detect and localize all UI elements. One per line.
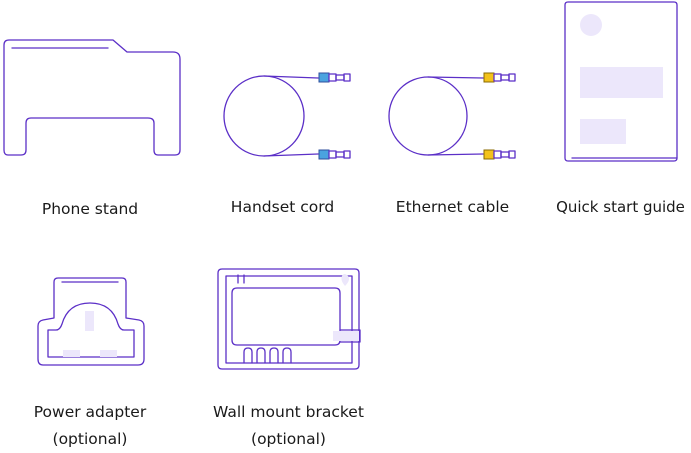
handset-cord-label: Handset cord xyxy=(205,194,360,221)
bracket-clips xyxy=(243,347,292,364)
quick-start-guide-illustration xyxy=(564,1,678,162)
handset-connector-bottom xyxy=(318,149,351,160)
handset-cord-illustration xyxy=(223,72,351,160)
handset-connector-top xyxy=(318,72,351,83)
ethernet-cable-name: Ethernet cable xyxy=(395,198,510,216)
quick-start-guide-label: Quick start guide xyxy=(550,194,691,221)
power-adapter-note: (optional) xyxy=(52,430,128,448)
handset-cord-name: Handset cord xyxy=(230,198,335,216)
wall-mount-bracket-label: Wall mount bracket (optional) xyxy=(196,399,381,453)
wall-mount-bracket-note: (optional) xyxy=(251,430,326,448)
ethernet-cable-label: Ethernet cable xyxy=(375,194,530,221)
wall-mount-bracket-illustration xyxy=(217,268,361,370)
ethernet-cable-illustration xyxy=(388,72,516,160)
ethernet-connector-top xyxy=(483,72,516,83)
ethernet-connector-bottom xyxy=(483,149,516,160)
phone-stand-label: Phone stand xyxy=(0,196,180,223)
phone-stand-illustration xyxy=(3,39,181,156)
phone-stand-name: Phone stand xyxy=(41,200,139,218)
power-adapter-name: Power adapter xyxy=(33,403,147,421)
wall-mount-bracket-name: Wall mount bracket xyxy=(213,403,364,421)
quick-start-guide-name: Quick start guide xyxy=(556,198,685,216)
power-adapter-label: Power adapter (optional) xyxy=(10,399,170,453)
power-adapter-illustration xyxy=(37,277,145,366)
